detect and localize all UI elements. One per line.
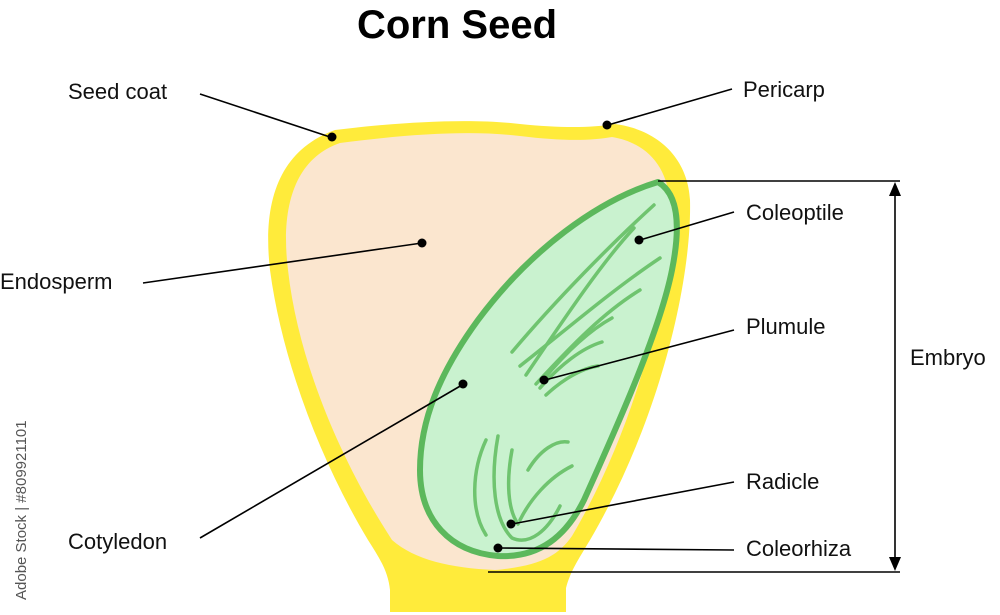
label-radicle: Radicle <box>746 469 819 494</box>
stock-credit-text: Adobe Stock | #809921101 <box>13 420 30 600</box>
label-seed-coat: Seed coat <box>68 79 167 104</box>
leader-coleoptile <box>634 211 735 245</box>
leader-endosperm <box>142 238 427 284</box>
leader-plumule <box>539 329 735 385</box>
label-pericarp: Pericarp <box>743 77 825 102</box>
radicle-lines <box>473 434 574 542</box>
leader-cotyledon <box>199 379 468 539</box>
plumule-leaf-lines <box>510 203 662 397</box>
leader-seed-coat <box>199 93 337 142</box>
label-endosperm: Endosperm <box>0 269 113 294</box>
diagram-title: Corn Seed <box>357 3 557 47</box>
leader-pericarp <box>602 88 733 130</box>
label-coleorhiza: Coleorhiza <box>746 536 852 561</box>
label-embryo: Embryo <box>910 345 986 370</box>
leader-radicle <box>506 481 735 529</box>
leader-coleorhiza <box>493 543 735 553</box>
label-coleoptile: Coleoptile <box>746 200 844 225</box>
embryo-bracket <box>488 180 901 573</box>
label-cotyledon: Cotyledon <box>68 529 167 554</box>
label-plumule: Plumule <box>746 314 825 339</box>
